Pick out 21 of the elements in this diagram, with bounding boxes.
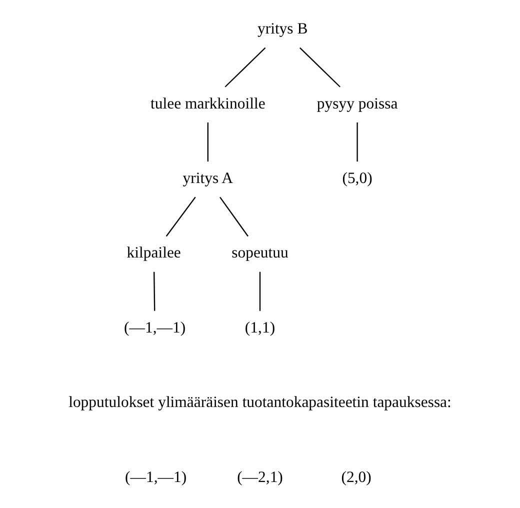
connector [356, 122, 358, 162]
label: (—2,1) [237, 468, 283, 486]
node-text: tulee markkinoille [150, 95, 266, 112]
connector [300, 47, 340, 88]
connector [154, 272, 156, 311]
connector [220, 196, 248, 237]
node-text: (—1,—1) [124, 319, 186, 336]
node-text: kilpailee [126, 244, 181, 262]
node-text: yritys A [182, 170, 234, 188]
label: (—1,—1) [125, 468, 187, 486]
label: lopputulokset ylimääräisen tuotantokapasiteetin tapauksessa: [68, 394, 452, 412]
node-text: pysyy poissa [316, 95, 398, 112]
connector [207, 122, 208, 162]
connector [259, 272, 261, 311]
node-text: yritys B [257, 20, 308, 38]
node-text: (5,0) [342, 170, 372, 188]
connector [224, 47, 266, 88]
node-text: sopeutuu [232, 244, 288, 262]
node-text: (1,1) [244, 319, 276, 336]
label: (2,0) [341, 468, 372, 486]
connector [166, 196, 196, 237]
